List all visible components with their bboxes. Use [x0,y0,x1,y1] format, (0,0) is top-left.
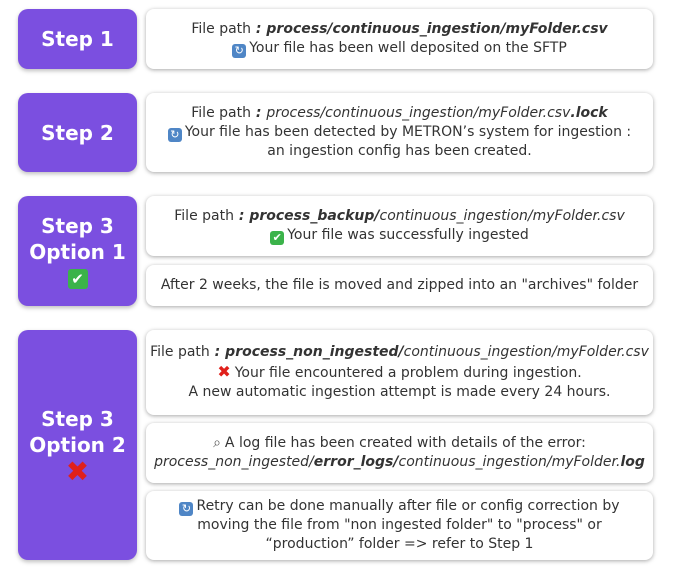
check-icon: ✔ [67,269,88,289]
step-3-option-2-retry-card: ↻Retry can be done manually after file o… [146,491,653,560]
step-2-path-suffix: .lock [570,105,608,121]
step-2-path: File path : process/continuous_ingestion… [191,105,608,121]
step-3-option-1-card: File path : process_backup/continuous_in… [146,196,653,256]
step-1-card: File path : process/continuous_ingestion… [146,9,653,69]
step-2-label: Step 2 [41,120,114,145]
step-1-path-value: process/continuous_ingestion/myFolder.cs… [266,21,608,37]
step-3-option-2-retry-3: “production” folder => refer to Step 1 [265,536,534,552]
magnifier-icon: ⌕ [213,435,221,451]
step-3-option-2-error-1: ✖Your file encountered a problem during … [217,362,582,381]
step-3-option-2-badge: Step 3 Option 2 ✖ [18,330,137,560]
cross-icon: ✖ [65,455,90,488]
cross-icon: ✖ [217,362,231,381]
step-2-message-1: ↻Your file has been detected by METRON’s… [167,123,631,142]
step-3-option-2-card: File path : process_non_ingested/continu… [146,330,653,415]
step-1-badge: Step 1 [18,9,137,69]
step-1-label: Step 1 [41,27,114,51]
refresh-icon: ↻ [167,128,182,142]
step-1-message: ↻Your file has been well deposited on th… [232,39,567,58]
step-3-option-2-retry-1: ↻Retry can be done manually after file o… [179,497,620,516]
step-2-badge: Step 2 [18,93,137,172]
refresh-icon: ↻ [179,502,194,516]
step-3-option-1-archive-card: After 2 weeks, the file is moved and zip… [146,265,653,306]
refresh-icon: ↻ [232,44,247,58]
step-3-option-1-path: File path : process_backup/continuous_in… [174,208,625,224]
step-1-path: File path : process/continuous_ingestion… [191,21,608,37]
step-2-card: File path : process/continuous_ingestion… [146,93,653,172]
step-3-option-2-path: File path : process_non_ingested/continu… [150,344,649,360]
step-3-option-2-log-card: ⌕A log file has been created with detail… [146,423,653,483]
step-3-option-1-badge: Step 3 Option 1 ✔ [18,196,137,306]
check-icon: ✔ [270,231,285,245]
step-2-message-2: an ingestion config has been created. [267,143,532,159]
step-3-option-2-label-2: Option 2 [29,433,126,457]
step-3-option-2-log-path: process_non_ingested/error_logs/continuo… [154,454,645,470]
step-3-option-1-label-2: Option 1 [29,240,126,264]
step-3-option-1-archive-note: After 2 weeks, the file is moved and zip… [160,277,639,293]
step-2-path-value: process/continuous_ingestion/myFolder.cs… [266,105,571,121]
step-3-option-2-log-message: ⌕A log file has been created with detail… [213,435,586,451]
step-3-option-2-retry-2: moving the file from "non ingested folde… [197,517,602,533]
step-3-option-1-label-1: Step 3 [41,214,114,238]
step-3-option-2-label-1: Step 3 [41,407,114,431]
step-3-option-2-error-2: A new automatic ingestion attempt is mad… [188,384,611,400]
step-3-option-1-message: ✔Your file was successfully ingested [270,226,529,245]
